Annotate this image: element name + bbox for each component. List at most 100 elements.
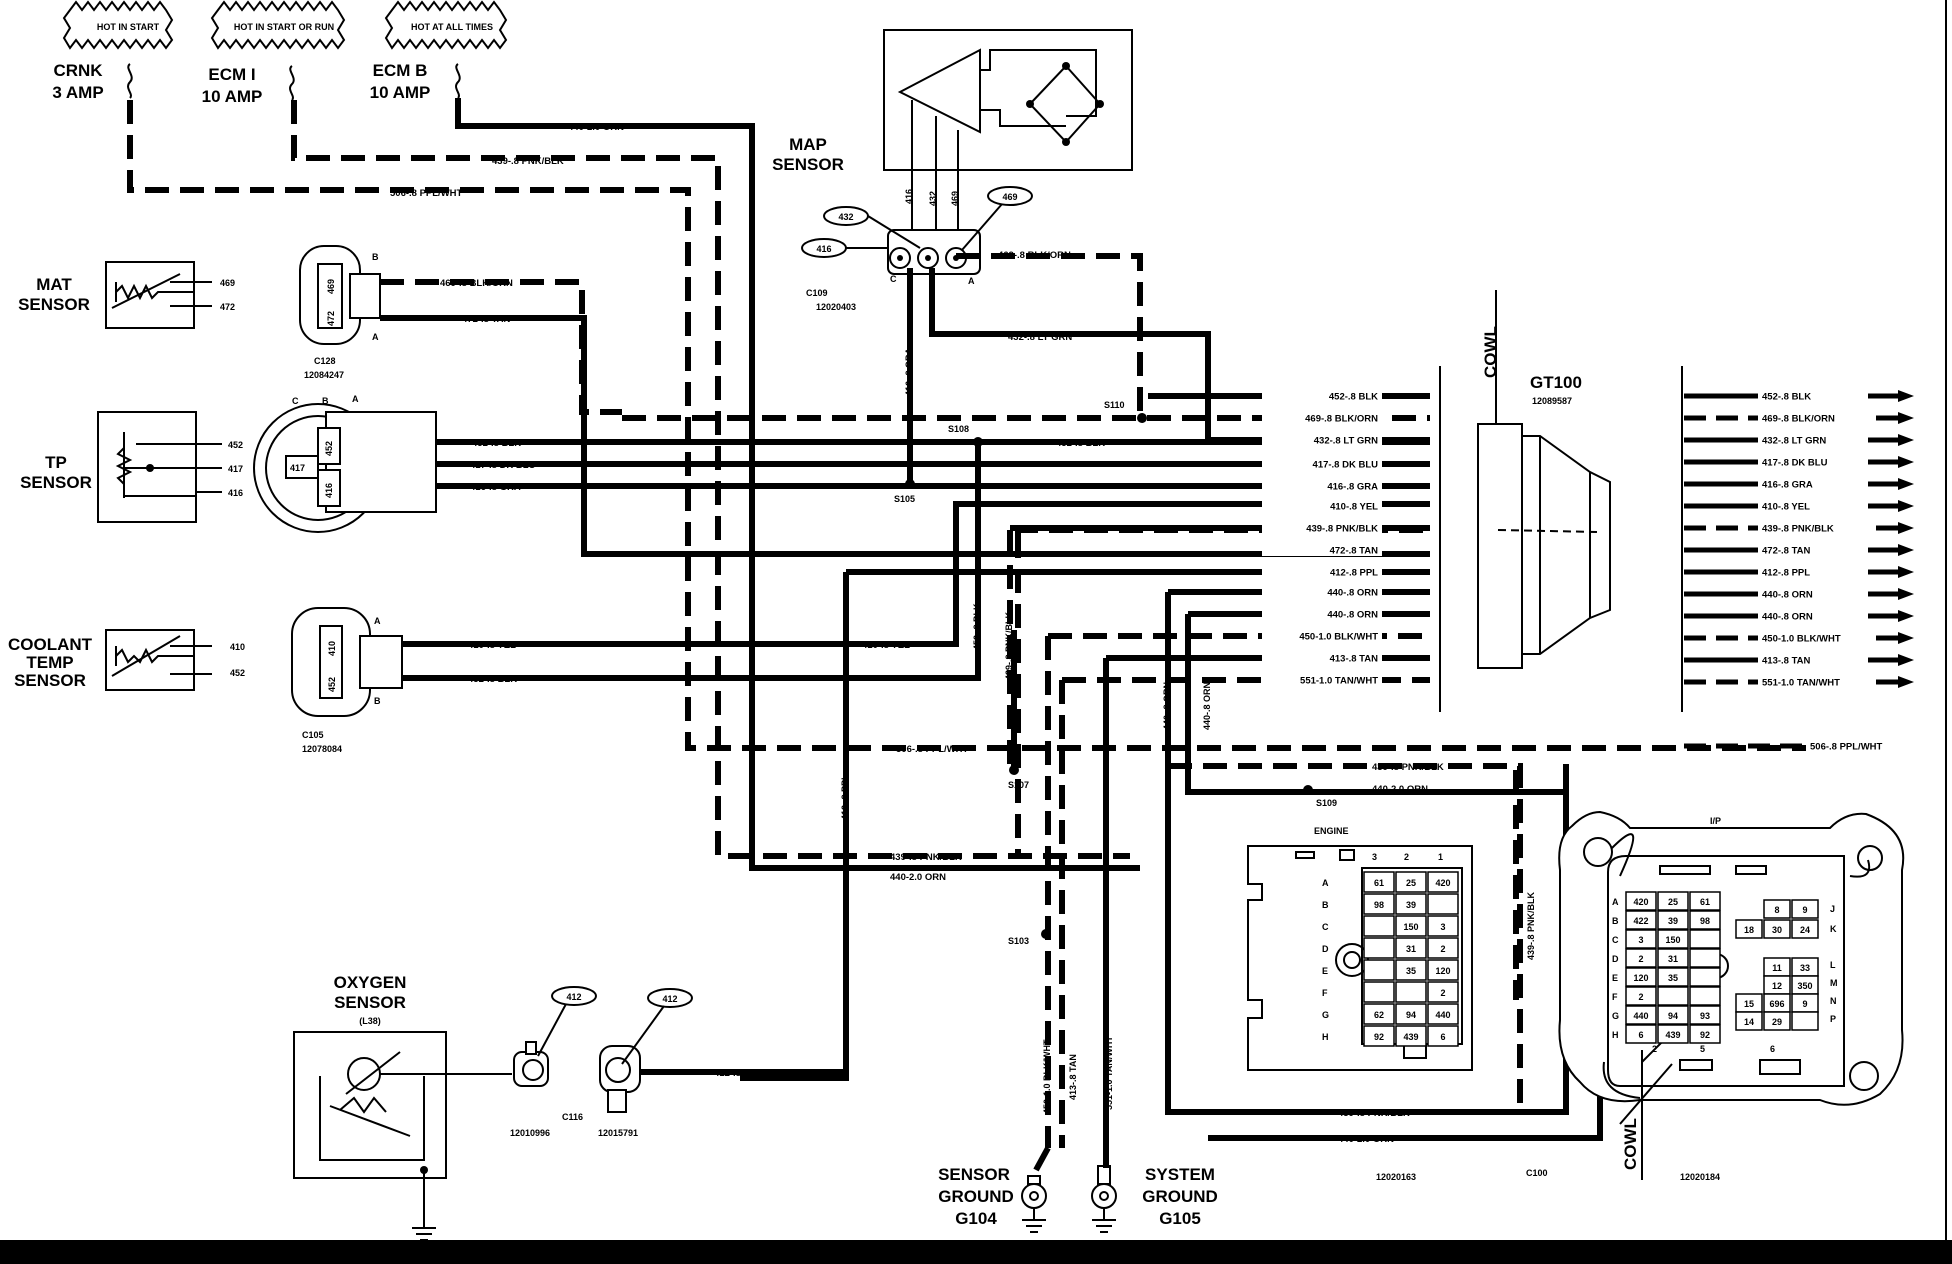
harness-label-bg: [1758, 676, 1868, 688]
ip-cavity-label: 6: [1638, 1030, 1643, 1040]
map-pin-callout: 469: [1002, 192, 1017, 202]
splice-label: S109: [1316, 798, 1337, 808]
coolant-connector: C105: [302, 730, 324, 740]
engine-cavity: [1427, 871, 1459, 893]
ip-cavity-label: 439: [1665, 1030, 1680, 1040]
map-pin-callout: 416: [816, 244, 831, 254]
engine-cavity: [1363, 981, 1395, 1003]
engine-row: G: [1322, 1010, 1329, 1020]
fuse-rating: 10 AMP: [202, 87, 263, 106]
wire-label: 469-.8 BLK/ORN: [440, 278, 513, 289]
wire-label: 439-.8 PNK/BLK: [1526, 891, 1536, 960]
wire-label: 452-.8 BLK: [468, 674, 517, 685]
coolant-label: TEMP: [26, 653, 73, 672]
o2-code: (L38): [359, 1016, 381, 1026]
ip-cavity-label: 3: [1638, 935, 1643, 945]
harness-label: 440-.8 ORN: [1762, 590, 1813, 601]
mat-cavity: A: [372, 332, 379, 342]
ip-cavity: [1763, 1011, 1791, 1031]
harness-label: 551-1.0 TAN/WHT: [1762, 678, 1840, 689]
harness-arrow: [1898, 500, 1914, 512]
wire-label: 440-2.0 ORN: [1338, 1134, 1394, 1145]
wire-label: 506-.8 PPL/WHT: [390, 188, 463, 199]
ip-row: J: [1830, 904, 1835, 914]
ip-bottom-label: 6: [1770, 1044, 1775, 1054]
splices: S110 S108 S105 S107 S103 S109: [894, 400, 1337, 946]
mat-circ: 472: [326, 311, 336, 326]
harness-label-bg: [1758, 566, 1868, 578]
map-label: SENSOR: [772, 155, 844, 174]
ip-cavity: [1657, 910, 1689, 930]
engine-cavity-label: 440: [1435, 1010, 1450, 1020]
ip-row: K: [1830, 924, 1837, 934]
bus-label-bg: [1262, 390, 1382, 402]
bus-label: 416-.8 GRA: [1327, 482, 1378, 493]
o2-part: 12015791: [598, 1128, 638, 1138]
ip-cavity-label: 12: [1772, 981, 1782, 991]
wire-label: 506-.8 PPL/WHT: [896, 744, 969, 755]
bus-label-bg: [1262, 434, 1382, 446]
ip-cavity-label: 150: [1665, 935, 1680, 945]
ip-cavity: [1657, 1024, 1689, 1044]
bus-label: 432-.8 LT GRN: [1314, 436, 1378, 447]
ground-label: SYSTEM: [1145, 1165, 1215, 1184]
bus-label: 440-.8 ORN: [1327, 588, 1378, 599]
wire-label: 439-.8 PNK/BLK: [1372, 762, 1444, 773]
mat-connector: C128: [314, 356, 336, 366]
tp-cavity: C: [292, 396, 299, 406]
bus-label-bg: [1262, 652, 1382, 664]
bus-label: 551-1.0 TAN/WHT: [1300, 676, 1378, 687]
harness-label-bg: [1758, 456, 1868, 468]
engine-cavity: [1395, 893, 1427, 915]
ip-cavity-label: 35: [1668, 973, 1678, 983]
ip-cavity: [1625, 967, 1657, 987]
map-cavity: A: [968, 276, 975, 286]
wire-label: 416-.8 GRA: [470, 482, 521, 493]
fuse-name: ECM I: [208, 65, 255, 84]
ip-cowl-label: COWL: [1621, 1118, 1640, 1170]
harness-arrow: [1898, 544, 1914, 556]
o2-label: SENSOR: [334, 993, 406, 1012]
fuse-rating: 10 AMP: [370, 83, 431, 102]
ip-cavity: [1657, 986, 1689, 1006]
ip-bottom-label: 2: [1652, 1044, 1657, 1054]
ip-cavity: [1657, 1005, 1689, 1025]
ip-cavity-label: 30: [1772, 925, 1782, 935]
coolant-pin: 410: [230, 642, 245, 652]
harness-label-bg: [1758, 412, 1868, 424]
engine-cavity-label: 35: [1406, 966, 1416, 976]
ground-label: G105: [1159, 1209, 1201, 1228]
o2-part: 12010996: [510, 1128, 550, 1138]
harness-arrow: [1898, 610, 1914, 622]
wire-label: 417-.8 DK BLU: [470, 460, 536, 471]
bus-label-bg: [1262, 544, 1382, 556]
coolant-label: COOLANT: [8, 635, 93, 654]
ip-cavity: [1689, 1005, 1721, 1025]
bus-label: 450-1.0 BLK/WHT: [1299, 632, 1378, 643]
harness-label-bg: [1758, 588, 1868, 600]
engine-cavity: [1395, 1025, 1427, 1047]
ip-cavity: [1689, 967, 1721, 987]
wire-label: 439-.8 PNK/BLK: [890, 852, 962, 863]
harness-label-bg: [1758, 522, 1868, 534]
o2-connector: C116: [562, 1112, 583, 1122]
ip-cavity-label: 9: [1802, 999, 1807, 1009]
fuse-name: CRNK: [53, 61, 103, 80]
harness-label-bg: [1758, 610, 1868, 622]
engine-cavity: [1427, 959, 1459, 981]
ground-label: GROUND: [938, 1187, 1014, 1206]
engine-cavity: [1363, 871, 1395, 893]
engine-cavity-label: 150: [1403, 922, 1418, 932]
ip-row: A: [1612, 897, 1619, 907]
harness-label-bg: [1758, 500, 1868, 512]
ip-row: L: [1830, 960, 1836, 970]
mid-wire-labels: 506-.8 PPL/WHT 439-.8 PNK/BLK 440-2.0 OR…: [890, 744, 1444, 1145]
wire-label: 432-.8 LT GRN: [1008, 332, 1072, 343]
ip-cavity: [1625, 891, 1657, 911]
ip-row: F: [1612, 992, 1618, 1002]
gt-label: GT100: [1530, 373, 1582, 392]
map-pin-callout: 432: [838, 212, 853, 222]
